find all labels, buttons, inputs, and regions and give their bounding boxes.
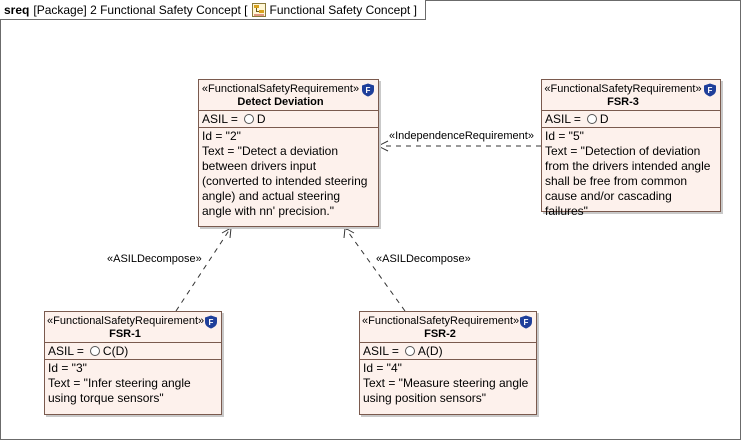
svg-text:F: F [524,318,529,327]
diagram-name: Functional Safety Concept ] [269,2,417,17]
asil-compartment: ASIL = A(D) [360,342,536,359]
asil-enum-icon [243,114,254,124]
decompose-label-left: «ASILDecompose» [107,253,202,265]
package-name: 2 Functional Safety Concept [ [90,2,248,17]
attributes-compartment: Id = "2" Text = "Detect a deviation betw… [199,127,378,220]
asil-compartment: ASIL = D [542,110,720,127]
requirement-text: Text = "Measure steering angle using pos… [363,376,529,405]
independence-label: «IndependenceRequirement» [389,130,534,142]
package-prefix: [Package] [33,2,87,17]
requirement-name: FSR-1 [109,328,141,340]
independence-link[interactable] [376,140,541,152]
requirement-fsr-1[interactable]: «FunctionalSafetyRequirement» FSR-1 F AS… [44,311,222,415]
asil-compartment: ASIL = C(D) [45,342,221,359]
requirement-text: Text = "Detect a deviation between drive… [202,144,368,218]
functional-safety-badge-icon: F [361,83,375,97]
decompose-label-right: «ASILDecompose» [376,253,471,265]
asil-enum-icon [404,346,415,356]
decompose-link-right[interactable] [343,227,406,312]
functional-safety-badge-icon: F [519,315,533,329]
requirement-text: Text = "Infer steering angle using torqu… [48,376,191,405]
requirement-text: Text = "Detection of deviation from the … [545,144,711,218]
asil-value: D [256,112,266,126]
svg-text:F: F [209,318,214,327]
svg-text:F: F [366,86,371,95]
stereotype-label: «FunctionalSafetyRequirement» [201,83,360,95]
attributes-compartment: Id = "4" Text = "Measure steering angle … [360,359,536,407]
diagram-kind: sreq [4,2,30,17]
stereotype-label: «FunctionalSafetyRequirement» [544,83,702,95]
asil-label: ASIL = [202,112,238,126]
requirement-fsr-2[interactable]: «FunctionalSafetyRequirement» FSR-2 F AS… [359,311,537,415]
asil-label: ASIL = [363,344,399,358]
asil-enum-icon [89,346,100,356]
asil-value: C(D) [102,344,129,358]
diagram-frame-tab[interactable]: sreq [Package] 2 Functional Safety Conce… [0,0,426,20]
requirement-name: FSR-3 [607,96,639,108]
attributes-compartment: Id = "3" Text = "Infer steering angle us… [45,359,221,407]
requirement-id: Id = "3" [48,361,87,375]
requirement-detect-deviation[interactable]: «FunctionalSafetyRequirement» Detect Dev… [198,79,379,227]
asil-compartment: ASIL = D [199,110,378,127]
stereotype-label: «FunctionalSafetyRequirement» [362,315,520,327]
attributes-compartment: Id = "5" Text = "Detection of deviation … [542,127,720,220]
requirement-id: Id = "5" [545,129,584,143]
functional-safety-badge-icon: F [703,83,717,97]
decompose-link-left[interactable] [175,227,232,312]
requirement-id: Id = "2" [202,129,241,143]
stereotype-label: «FunctionalSafetyRequirement» [47,315,205,327]
asil-label: ASIL = [545,112,581,126]
requirement-diagram-icon [251,2,266,17]
asil-label: ASIL = [48,344,84,358]
requirement-fsr-3[interactable]: «FunctionalSafetyRequirement» FSR-3 F AS… [541,79,721,218]
requirement-name: FSR-2 [424,328,456,340]
asil-value: A(D) [417,344,443,358]
requirement-id: Id = "4" [363,361,402,375]
asil-value: D [599,112,609,126]
functional-safety-badge-icon: F [204,315,218,329]
svg-text:F: F [708,86,713,95]
requirement-name: Detect Deviation [237,96,324,108]
asil-enum-icon [586,114,597,124]
